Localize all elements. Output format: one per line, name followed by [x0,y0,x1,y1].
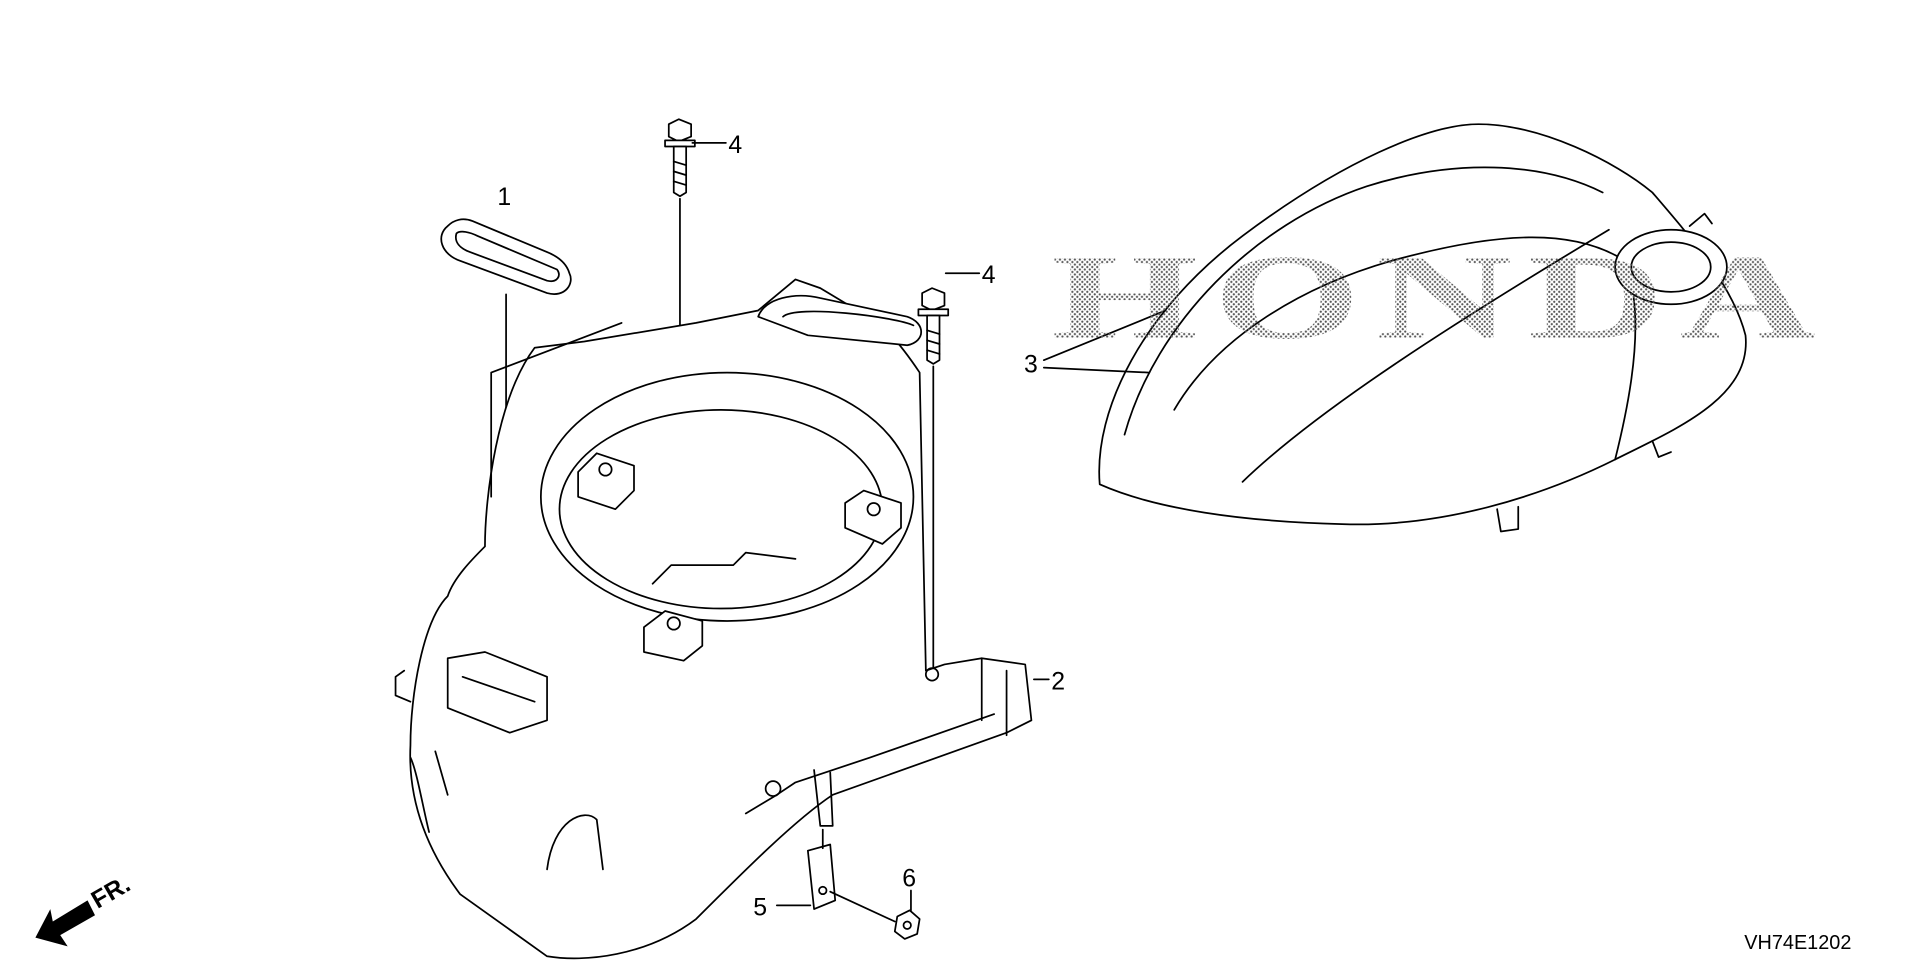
front-direction-arrow-icon: FR. [35,871,135,947]
flange-bolt-right-part [917,287,950,365]
honda-watermark: HONDA [1051,231,1831,365]
callout-3: 3 [1024,352,1038,379]
callout-1: 1 [497,184,511,211]
screw-part [893,909,921,940]
fan-shroud-part [394,278,1033,960]
callout-6: 6 [902,866,916,893]
clip-part [806,843,837,910]
diagram-code: VH74E1202 [1744,932,1851,954]
grommet-part [440,218,572,295]
flange-bolt-upper-part [664,118,696,198]
callout-4-upper: 4 [728,132,742,159]
callout-5: 5 [753,894,767,921]
callout-2: 2 [1051,668,1065,695]
front-label: FR. [87,871,135,914]
callout-4-right: 4 [982,262,996,289]
shroud-cover-part [1098,123,1747,533]
